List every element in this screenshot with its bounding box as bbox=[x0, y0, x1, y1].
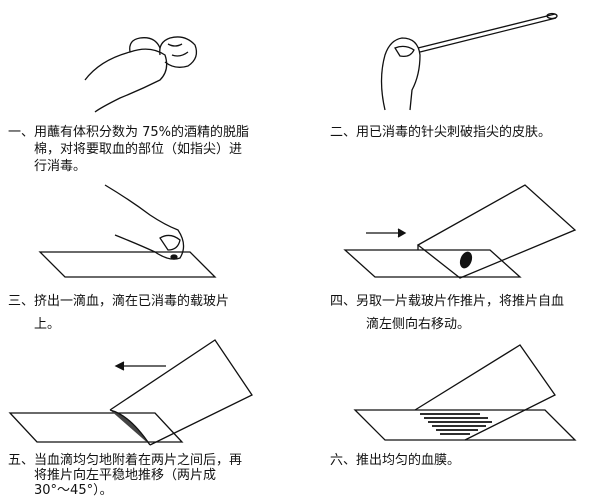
finger-with-needle-illustration bbox=[380, 12, 558, 111]
step-5-caption: 五、当血滴均匀地附着在两片之间后，再 将推片向左平稳地推移（两片成 30°～45… bbox=[8, 453, 243, 498]
step-6-caption: 六、推出均匀的血膜。 bbox=[330, 453, 461, 468]
step-2-caption: 二、用已消毒的针尖刺破指尖的皮肤。 bbox=[330, 125, 552, 140]
step-1-caption: 一、用蘸有体积分数为 75%的酒精的脱脂 棉，对将要取血的部位（如指尖）进 行消… bbox=[8, 125, 250, 174]
step-3-caption: 三、挤出一滴血，滴在已消毒的载玻片 上。 bbox=[8, 294, 230, 332]
finished-smear-illustration bbox=[353, 344, 577, 441]
pushing-slide-left-illustration bbox=[8, 339, 253, 446]
slide-with-finger-illustration bbox=[38, 184, 217, 278]
hand-with-cotton-illustration bbox=[84, 36, 198, 113]
step-4-caption: 四、另取一片载玻片作推片，将推片自血 滴左侧向右移动。 bbox=[330, 294, 565, 332]
pushing-slide-right-illustration bbox=[343, 184, 577, 279]
